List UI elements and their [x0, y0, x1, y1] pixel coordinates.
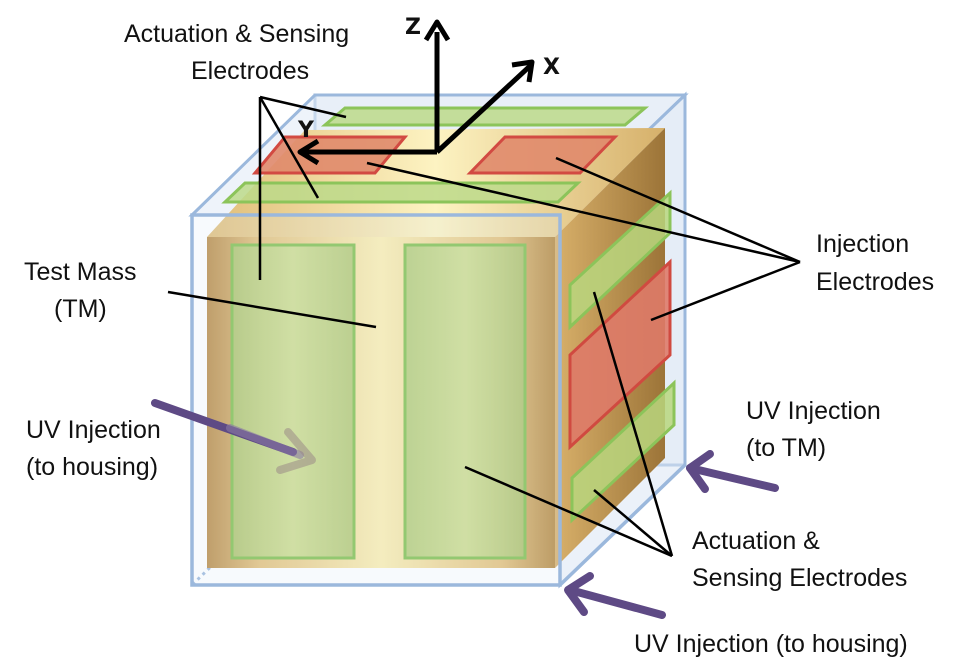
x-axis-label: X — [543, 55, 560, 80]
z-axis-label: Z — [405, 15, 421, 40]
leader-lines — [167, 95, 801, 558]
leader-injection-2 — [555, 156, 801, 264]
side-electrode-lower — [570, 379, 676, 524]
uv-arrow-left — [151, 399, 316, 474]
uv-arrows — [151, 399, 779, 619]
uv-arrow-bottom — [564, 572, 666, 619]
labels: Actuation & Sensing Electrodes Test Mass… — [24, 20, 934, 658]
leader-injection-1 — [366, 161, 801, 264]
label-uv-tm-line1: UV Injection — [746, 397, 881, 425]
label-actuation-right-line1: Actuation & — [692, 527, 820, 555]
x-axis-arrowhead — [511, 59, 535, 83]
side-injection-electrode — [568, 258, 672, 451]
label-uv-tm-line2: (to TM) — [746, 434, 826, 462]
top-electrode-back — [320, 106, 650, 127]
z-axis-arrowhead — [423, 19, 451, 42]
y-axis-label: Y — [297, 118, 315, 143]
top-injection-electrode-right — [466, 135, 619, 175]
leader-act-right-1 — [464, 465, 673, 558]
label-uv-housing-left-line2: (to housing) — [26, 453, 158, 481]
coordinate-axes: Z X Y — [297, 15, 560, 166]
label-top-actuation-line1: Actuation & Sensing — [124, 20, 349, 48]
label-uv-housing-bottom: UV Injection (to housing) — [634, 630, 908, 658]
housing-front-frame — [190, 213, 687, 587]
housing-edge — [558, 463, 687, 587]
label-test-mass-line2: (TM) — [54, 295, 107, 323]
leader-top-act-1 — [259, 95, 347, 119]
front-electrode-right — [403, 243, 527, 560]
label-actuation-right-line2: Sensing Electrodes — [692, 564, 907, 592]
leader-test-mass — [167, 290, 377, 329]
uv-arrow-to-tm — [686, 450, 779, 493]
y-axis-arrowhead — [297, 138, 320, 166]
label-top-actuation-line2: Electrodes — [191, 57, 309, 85]
test-mass-cube — [207, 106, 676, 568]
x-axis — [435, 64, 532, 154]
leader-act-right-2 — [592, 291, 674, 557]
label-uv-housing-left-line1: UV Injection — [26, 416, 161, 444]
leader-injection-3 — [650, 260, 801, 322]
label-injection-line2: Electrodes — [816, 268, 934, 296]
front-electrode-left — [230, 243, 356, 560]
housing-front-face — [190, 213, 562, 587]
label-injection-line1: Injection — [816, 230, 909, 258]
label-test-mass-line1: Test Mass — [24, 258, 137, 286]
leader-top-act-2 — [258, 96, 320, 199]
leader-act-right-3 — [593, 489, 673, 557]
